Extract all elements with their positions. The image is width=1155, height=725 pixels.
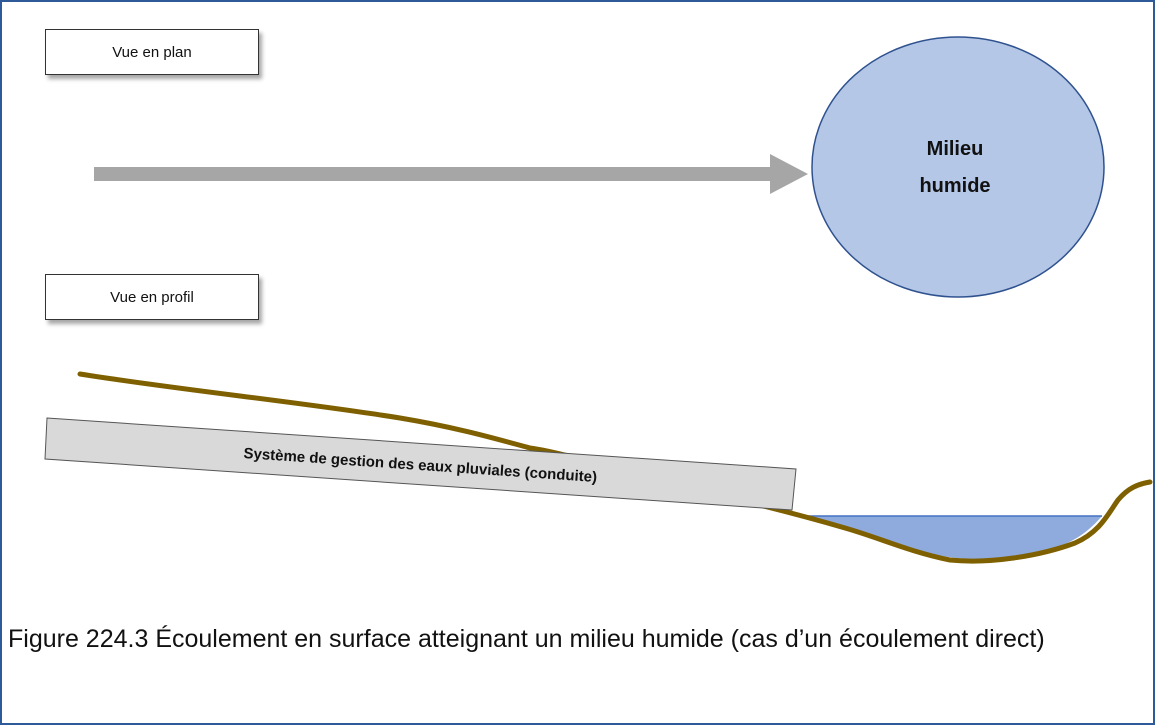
flow-arrow-head xyxy=(770,154,808,194)
water-body xyxy=(803,516,1102,560)
profile-view-label: Vue en profil xyxy=(45,274,259,320)
flow-arrow xyxy=(94,154,808,194)
plan-view-label: Vue en plan xyxy=(45,29,259,75)
stormwater-pipe: Système de gestion des eaux pluviales (c… xyxy=(44,417,797,511)
wetland-label-line2: humide xyxy=(919,175,990,197)
wetland-plan: Milieu humide xyxy=(811,36,1105,298)
flow-arrow-shaft xyxy=(94,167,774,181)
wetland-label-line1: Milieu xyxy=(927,138,984,160)
pipe-body xyxy=(44,417,797,511)
wetland-ellipse xyxy=(811,36,1105,298)
figure-caption: Figure 224.3 Écoulement en surface attei… xyxy=(8,625,1045,653)
